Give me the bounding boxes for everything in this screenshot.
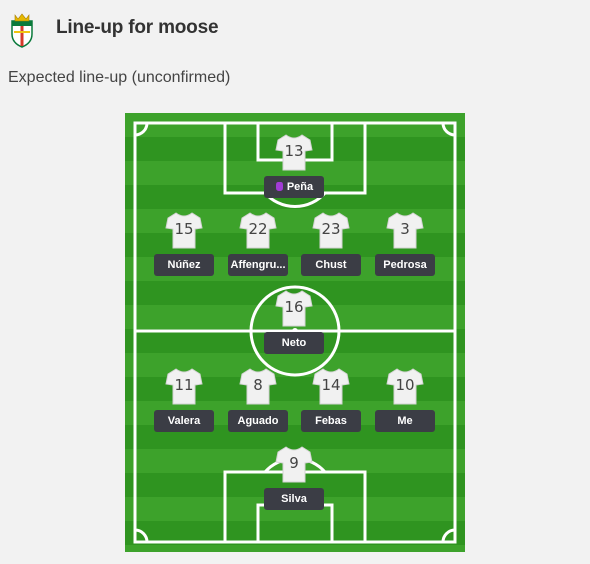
football-pitch: 13 Peña 15 Núñez 22 Affengru... 23 Chust…: [125, 113, 465, 552]
player-name: Núñez: [154, 254, 214, 276]
shirt-number: 3: [400, 220, 410, 238]
player-card[interactable]: 11 Valera: [152, 366, 216, 446]
player-name: Pedrosa: [375, 254, 435, 276]
shirt-number: 11: [174, 376, 194, 394]
shirt-number: 22: [248, 220, 268, 238]
player-name: Peña: [286, 181, 314, 193]
player-name: Aguado: [228, 410, 288, 432]
player-name: Affengru...: [228, 254, 288, 276]
shirt-number: 15: [174, 220, 194, 238]
player-name: Silva: [264, 488, 324, 510]
player-name: Neto: [264, 332, 324, 354]
shirt-icon: 15: [164, 210, 204, 250]
player-card[interactable]: 23 Chust: [299, 210, 363, 290]
player-card[interactable]: 8 Aguado: [226, 366, 290, 446]
shirt-number: 9: [289, 454, 299, 472]
lineup-status-text: Expected line-up (unconfirmed): [8, 69, 231, 86]
player-name: Me: [375, 410, 435, 432]
shirt-number: 13: [284, 142, 304, 160]
club-crest-icon: [9, 12, 35, 48]
player-card[interactable]: 22 Affengru...: [226, 210, 290, 290]
player-name: Febas: [301, 410, 361, 432]
pitch-markings: [133, 121, 457, 544]
shirt-number: 8: [253, 376, 263, 394]
player-name-badge: Peña: [264, 176, 324, 198]
goalkeeper-glove-icon: [275, 177, 284, 191]
player-card[interactable]: 13 Peña: [262, 132, 326, 212]
shirt-icon: 16: [274, 288, 314, 328]
player-card[interactable]: 16 Neto: [262, 288, 326, 368]
player-card[interactable]: 3 Pedrosa: [373, 210, 437, 290]
shirt-icon: 23: [311, 210, 351, 250]
shirt-icon: 9: [274, 444, 314, 484]
shirt-icon: 3: [385, 210, 425, 250]
player-card[interactable]: 9 Silva: [262, 444, 326, 524]
shirt-number: 10: [395, 376, 415, 394]
shirt-icon: 10: [385, 366, 425, 406]
shirt-icon: 14: [311, 366, 351, 406]
shirt-number: 16: [284, 298, 304, 316]
player-name: Valera: [154, 410, 214, 432]
shirt-icon: 22: [238, 210, 278, 250]
player-card[interactable]: 14 Febas: [299, 366, 363, 446]
shirt-icon: 13: [274, 132, 314, 172]
player-card[interactable]: 10 Me: [373, 366, 437, 446]
page-title: Line-up for moose: [56, 17, 219, 38]
player-name: Chust: [301, 254, 361, 276]
shirt-number: 23: [321, 220, 341, 238]
player-card[interactable]: 15 Núñez: [152, 210, 216, 290]
shirt-number: 14: [321, 376, 341, 394]
shirt-icon: 8: [238, 366, 278, 406]
shirt-icon: 11: [164, 366, 204, 406]
page-header: Line-up for moose: [0, 0, 590, 60]
